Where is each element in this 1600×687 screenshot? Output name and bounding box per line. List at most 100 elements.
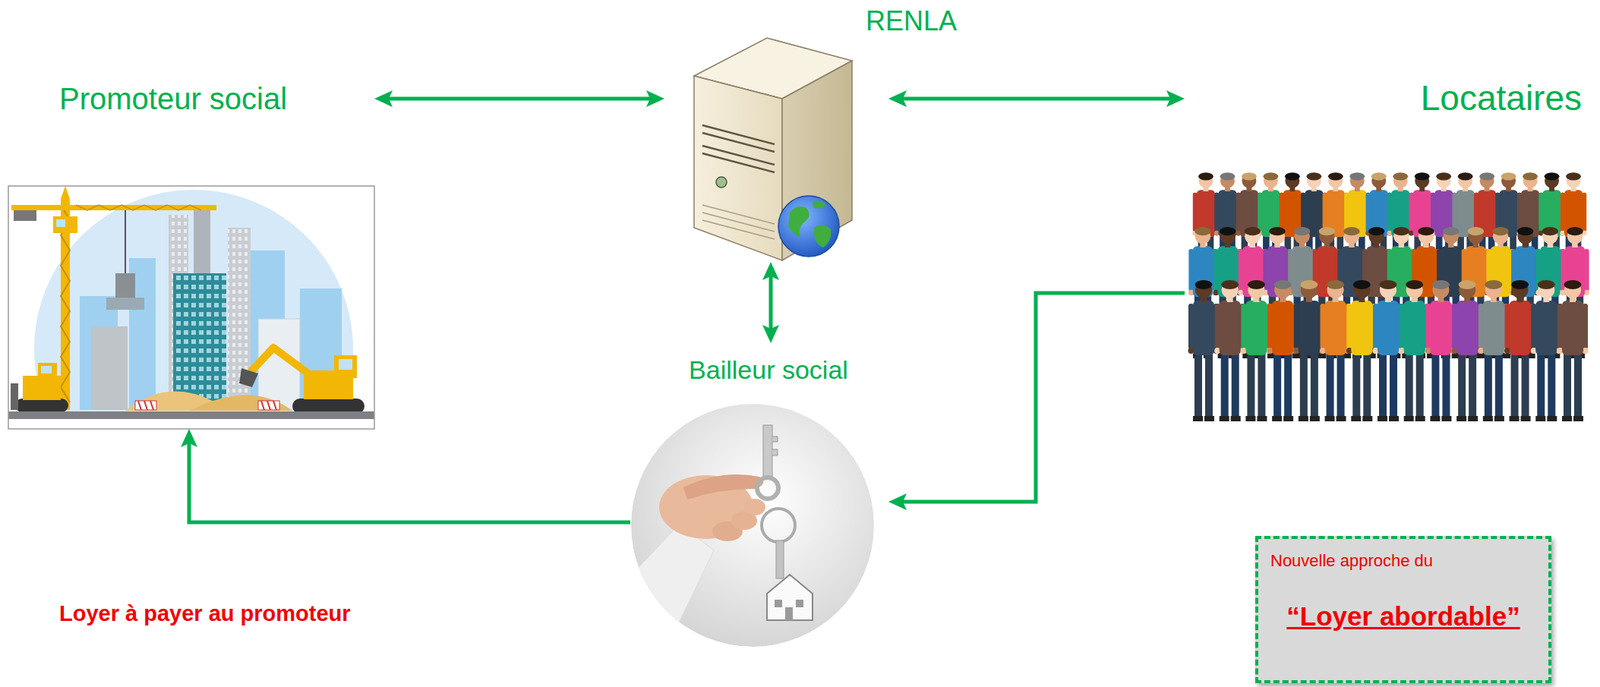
person-figure-part <box>1409 192 1414 233</box>
person-figure-part <box>1284 172 1301 180</box>
person-figure-part <box>1257 192 1263 233</box>
person-figure-part <box>1425 303 1431 350</box>
person-figure-part <box>1214 192 1219 233</box>
node-heading: Nouvelle approche du <box>1270 551 1433 571</box>
person-figure-part <box>1457 353 1466 418</box>
person-figure-part <box>1415 416 1426 422</box>
person-figure-part <box>1564 189 1583 237</box>
person-figure-part <box>1442 353 1450 418</box>
person-figure-part <box>1221 353 1229 418</box>
flow-arrow <box>899 293 1185 502</box>
person-figure-part <box>1429 416 1440 422</box>
person-figure-part <box>1343 227 1360 236</box>
person-figure-part <box>1517 192 1522 233</box>
person-figure-part <box>1214 303 1221 350</box>
person-figure-part <box>1414 172 1430 180</box>
person-figure-part <box>1326 353 1335 418</box>
person-figure-part <box>1245 416 1256 422</box>
construction-illustration-part <box>115 273 136 298</box>
person-figure-part <box>1219 300 1241 356</box>
person-figure-part <box>1326 280 1345 290</box>
person-figure-part <box>1404 416 1414 422</box>
person-figure-part <box>1467 416 1478 422</box>
person-figure-part <box>1204 416 1215 422</box>
person-figure-part <box>1468 353 1477 418</box>
person-figure-part <box>1574 353 1582 418</box>
person-figure-part <box>1429 300 1452 356</box>
person-figure-part <box>1582 303 1588 350</box>
person-figure-part <box>1241 172 1257 180</box>
person-figure-part <box>1435 172 1452 180</box>
key-photo-part <box>761 508 796 543</box>
person-figure-part <box>1192 300 1215 356</box>
person-figure-part <box>1511 280 1529 290</box>
person-figure-part <box>1352 353 1361 418</box>
person-figure-part <box>1405 353 1414 418</box>
server-icon-part <box>702 205 775 240</box>
key-photo <box>622 403 875 661</box>
person-figure-part <box>1267 303 1273 350</box>
construction-illustration-part <box>8 411 375 420</box>
person-figure-part <box>1432 280 1450 290</box>
person-figure-part <box>1535 300 1557 356</box>
person-figure-part <box>1300 192 1306 233</box>
construction-illustration-part <box>338 359 353 370</box>
person-figure-part <box>1353 280 1371 290</box>
person-figure-part <box>1542 189 1561 237</box>
person-figure-part <box>1188 303 1194 350</box>
person-figure-part <box>1192 192 1198 233</box>
flow-arrow <box>899 97 1174 101</box>
person-figure-part <box>1245 300 1267 356</box>
server-icon-part <box>716 176 727 188</box>
person-figure-part <box>1478 303 1484 350</box>
person-figure-part <box>1316 353 1326 360</box>
person-figure-part <box>1546 416 1557 422</box>
construction-illustration-part <box>75 205 202 211</box>
construction-illustration-part <box>53 216 78 234</box>
node-heading: RENLA <box>865 5 957 37</box>
person-figure-part <box>1560 192 1566 233</box>
construction-illustration-part <box>239 368 259 388</box>
person-figure-part <box>1430 192 1436 233</box>
person-figure-part <box>1194 227 1211 236</box>
person-figure-part <box>1344 192 1349 233</box>
person-figure-part <box>1368 227 1385 236</box>
person-figure-part <box>1310 353 1319 418</box>
person-figure-part <box>1521 416 1531 422</box>
person-figure-part <box>1244 227 1261 236</box>
person-figure-part <box>1573 416 1584 422</box>
person-figure-part <box>1473 192 1479 233</box>
person-figure-part <box>1484 280 1503 290</box>
construction-illustration-part <box>22 375 61 401</box>
person-figure-part <box>1236 192 1241 233</box>
person-figure-part <box>1479 172 1495 180</box>
person-figure-part <box>1257 192 1263 233</box>
construction-illustration-part <box>56 219 66 228</box>
person-figure-part <box>1325 300 1347 356</box>
construction-illustration-part <box>11 205 217 211</box>
node-heading: Locataires <box>1420 78 1582 119</box>
person-figure-part <box>1271 300 1294 356</box>
key-photo-part <box>622 523 714 661</box>
person-figure-part <box>1256 416 1267 422</box>
person-figure-part <box>1530 303 1537 350</box>
person-figure-part <box>1337 353 1345 418</box>
person-figure-part <box>1399 303 1405 350</box>
person-figure-part <box>1350 300 1373 356</box>
key-photo-part <box>785 607 793 621</box>
person-figure-part <box>1230 416 1241 422</box>
server-icon-part <box>778 195 840 257</box>
construction-illustration-part <box>135 400 157 411</box>
flow-arrow <box>189 439 631 523</box>
person-figure-part <box>1495 353 1503 418</box>
person-figure-part <box>1192 416 1203 422</box>
person-figure-part <box>1279 192 1285 233</box>
person-figure-part <box>1273 353 1282 418</box>
person-figure-part <box>1271 416 1282 422</box>
person-figure-part <box>1495 192 1500 233</box>
person-figure-part <box>1560 192 1566 233</box>
person-figure-part <box>1279 192 1285 233</box>
person-figure-part <box>1467 227 1484 236</box>
person-figure-part <box>1238 249 1244 292</box>
person-figure-part <box>1451 303 1458 350</box>
